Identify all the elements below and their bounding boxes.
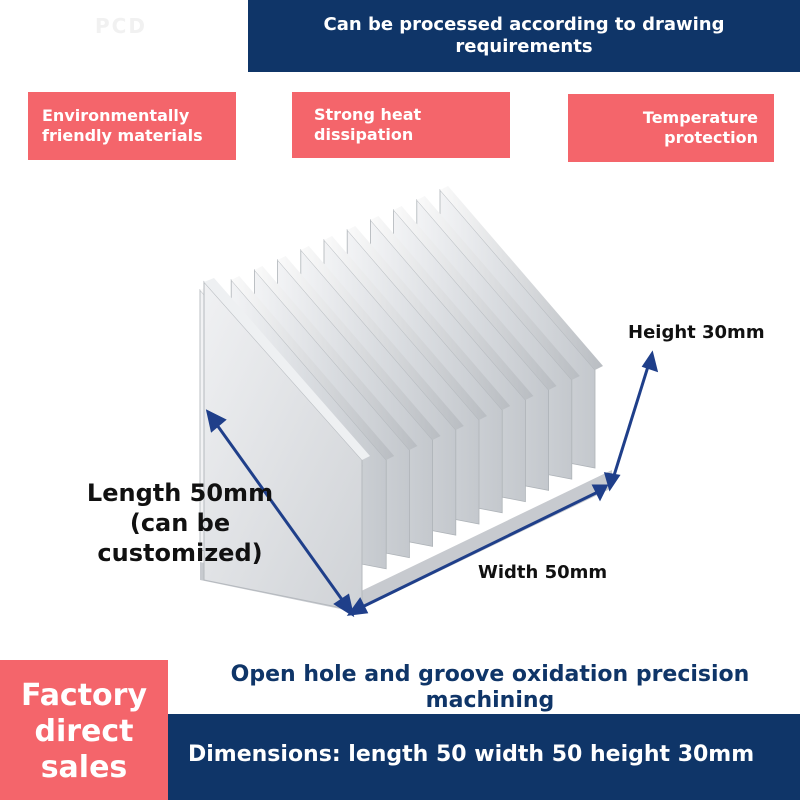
heatsink-fin-edge [347, 226, 511, 410]
length-arrow-line [210, 417, 350, 609]
length-arrow-head-top [205, 409, 227, 433]
heatsink-fin-edge [440, 186, 603, 370]
heatsink-front-fin-edge [204, 278, 370, 460]
height-label: Height 30mm [628, 322, 765, 343]
width-arrow-head-right [591, 484, 609, 502]
height-arrow-head-bottom [603, 472, 621, 492]
heatsink-fin-edge [300, 246, 464, 430]
heatsink-fin-edge [393, 206, 557, 390]
width-arrow-line [355, 488, 603, 612]
heatsink-fin-edge [416, 196, 580, 380]
width-label: Width 50mm [478, 562, 608, 583]
length-label: Length 50mm (can be customized) [86, 479, 274, 567]
height-arrow-line [610, 359, 652, 483]
feature-badge-temp: Temperature protection [568, 94, 774, 162]
top-banner: Can be processed according to drawing re… [248, 0, 800, 72]
heatsink-fin-edge [277, 256, 441, 440]
process-heading: Open hole and groove oxidation precision… [230, 662, 750, 713]
height-arrow-head-top [641, 350, 659, 373]
heatsink-fin-edge [254, 266, 418, 450]
heatsink-fin-edge [324, 236, 487, 420]
bottom-banner [168, 714, 800, 800]
heatsink-base [200, 470, 612, 612]
feature-badge-heat-text: Strong heat dissipation [314, 105, 422, 144]
dimension-arrows [205, 350, 659, 618]
watermark-logo: PCD [95, 14, 147, 38]
feature-badge-heat: Strong heat dissipation [292, 92, 510, 158]
heatsink-fin-edge [370, 216, 534, 400]
width-arrow-head-left [346, 597, 369, 616]
feature-badge-eco-text: Environmentally friendly materials [42, 106, 203, 145]
feature-badge-temp-text: Temperature protection [642, 108, 758, 147]
heatsink-fin-edge [231, 276, 395, 460]
factory-badge: Factory direct sales [0, 660, 168, 800]
dimensions-text: Dimensions: length 50 width 50 height 30… [188, 742, 755, 767]
feature-badge-eco: Environmentally friendly materials [28, 92, 236, 160]
top-banner-text: Can be processed according to drawing re… [323, 14, 725, 57]
factory-badge-text: Factory direct sales [20, 678, 148, 785]
heatsink-fins [199, 186, 603, 613]
length-arrow-head-bottom [333, 593, 355, 618]
